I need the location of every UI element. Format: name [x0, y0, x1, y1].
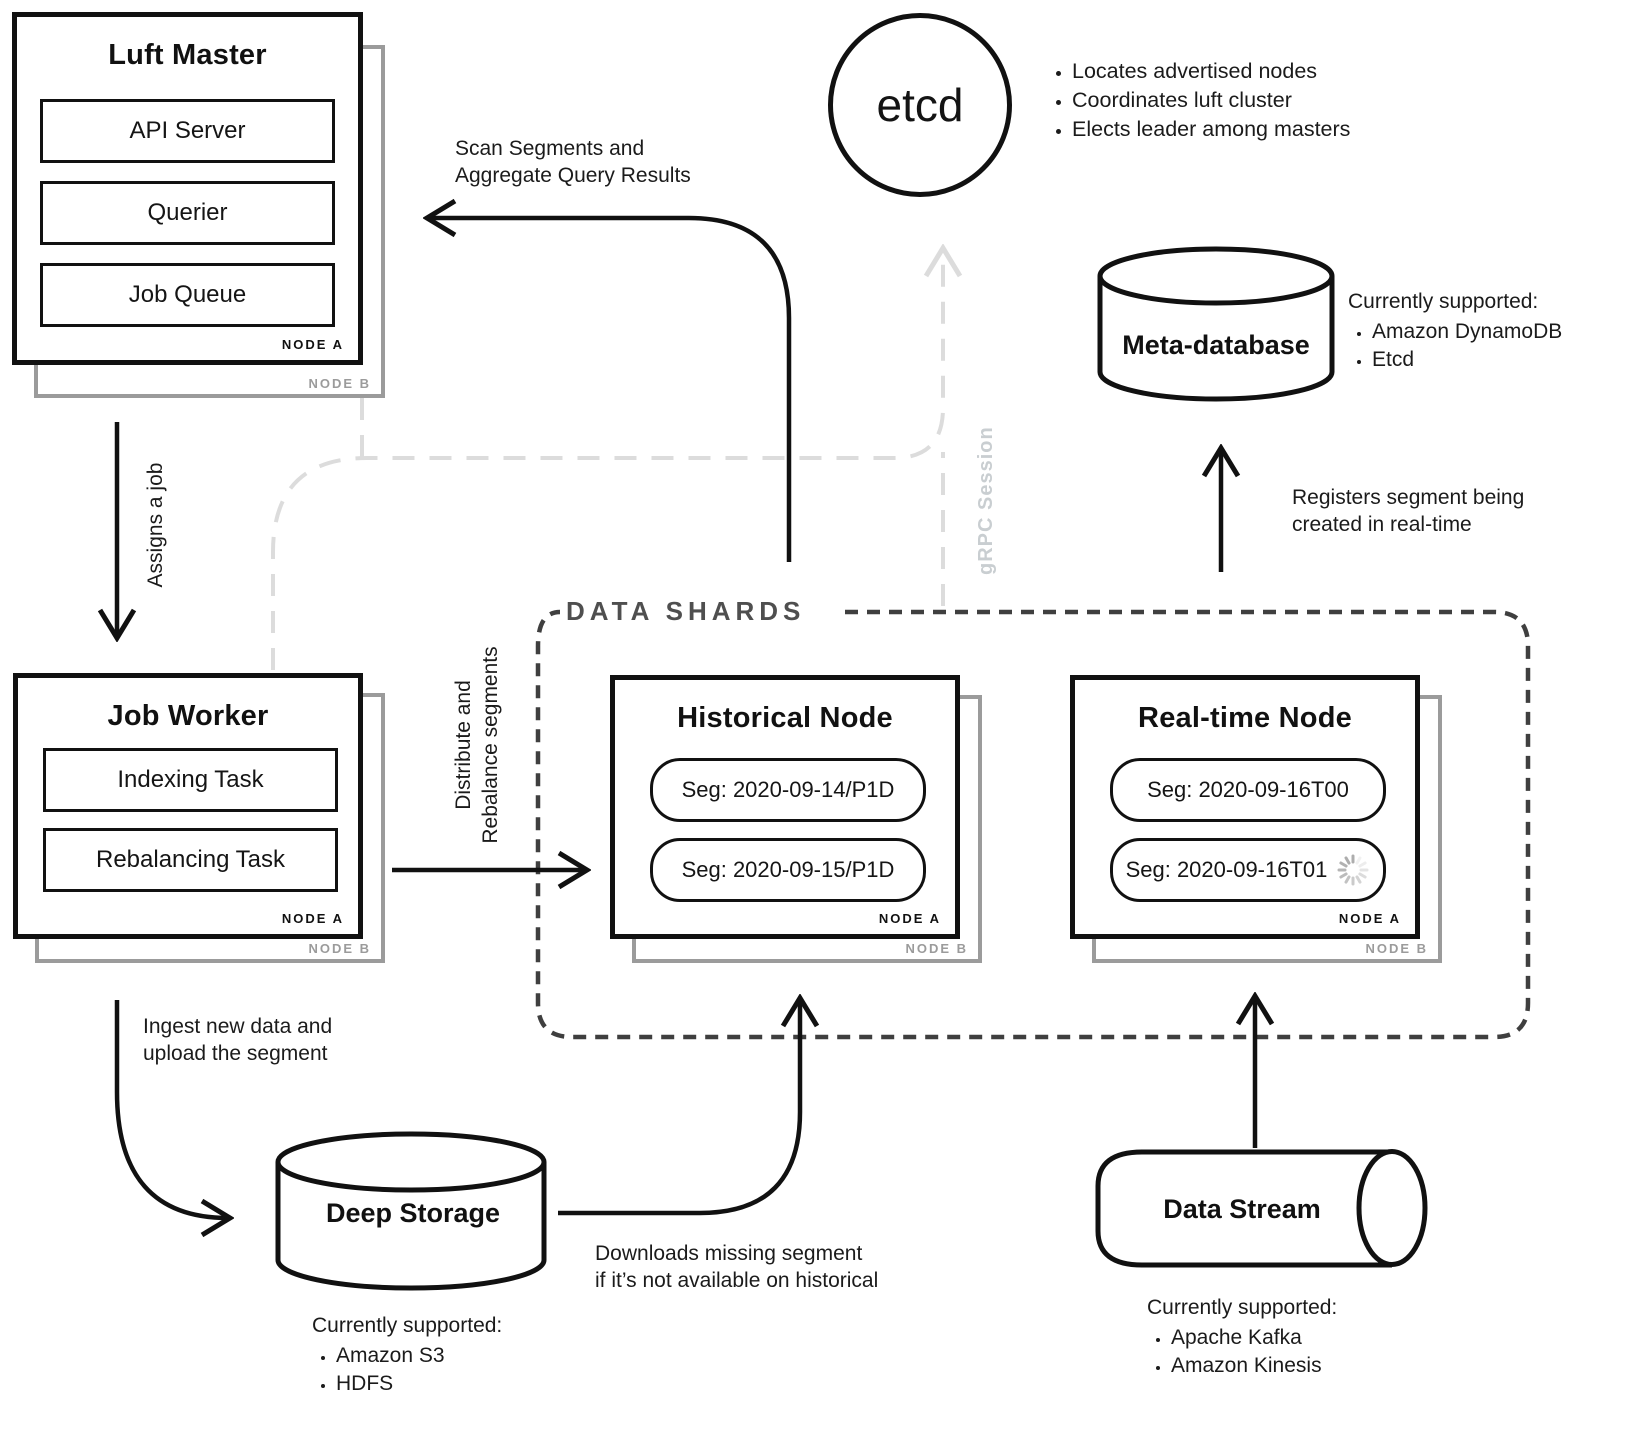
node-b-label: NODE B [905, 941, 968, 956]
deep-storage-cylinder [275, 1131, 547, 1291]
segment-label: Seg: 2020-09-16T01 [1125, 857, 1328, 882]
node-b-label: NODE B [308, 376, 371, 391]
historical-node-box: Historical Node Seg: 2020-09-14/P1D Seg:… [610, 675, 960, 939]
realtime-node-title: Real-time Node [1138, 702, 1352, 734]
node-b-label: NODE B [1365, 941, 1428, 956]
registers-segment-annotation: Registers segment being created in real-… [1292, 486, 1525, 536]
job-worker-title: Job Worker [107, 700, 269, 732]
data-stream-supported: Currently supported: Apache Kafka Amazon… [1147, 1294, 1337, 1380]
supported-heading: Currently supported: [1147, 1296, 1338, 1319]
supported-heading: Currently supported: [1348, 290, 1539, 313]
node-a-label: NODE A [281, 337, 344, 352]
data-stream-pipe [1095, 1149, 1428, 1268]
supported-item: Amazon Kinesis [1171, 1352, 1337, 1380]
etcd-bullet: Locates advertised nodes [1072, 57, 1350, 86]
supported-item: Apache Kafka [1171, 1324, 1337, 1352]
assigns-job-annotation: Assigns a job [144, 462, 167, 588]
segment-pill: Seg: 2020-09-14/P1D [650, 758, 926, 822]
meta-database-cylinder [1097, 246, 1335, 402]
downloads-missing-annotation: Downloads missing segment if it’s not av… [595, 1242, 879, 1292]
etcd-circle: etcd [828, 13, 1012, 197]
deep-storage-title: Deep Storage [325, 1198, 501, 1228]
luft-master-title: Luft Master [108, 39, 267, 71]
indexing-task-box: Indexing Task [43, 748, 338, 812]
job-worker-box: Job Worker Indexing Task Rebalancing Tas… [13, 673, 363, 939]
data-shards-label: DATA SHARDS [560, 596, 812, 627]
node-b-label: NODE B [308, 941, 371, 956]
supported-item: HDFS [336, 1370, 502, 1398]
api-server-box: API Server [40, 99, 335, 163]
supported-item: Amazon DynamoDB [1372, 318, 1562, 346]
deep-storage-supported: Currently supported: Amazon S3 HDFS [312, 1312, 502, 1398]
meta-database-title: Meta-database [1122, 330, 1310, 360]
node-a-label: NODE A [1338, 911, 1401, 926]
grpc-session-path [271, 250, 943, 670]
downloads-missing-segment-arrow [558, 1000, 800, 1216]
etcd-label: etcd [876, 79, 964, 131]
job-queue-box: Job Queue [40, 263, 335, 327]
grpc-session-annotation: gRPC Session [975, 426, 997, 575]
historical-node-title: Historical Node [677, 702, 893, 734]
etcd-bullet: Coordinates luft cluster [1072, 86, 1350, 115]
loading-spinner-icon [1337, 854, 1369, 886]
data-shards-border [535, 609, 1531, 1040]
querier-box: Querier [40, 181, 335, 245]
supported-item: Etcd [1372, 346, 1562, 374]
etcd-bullet-list: Locates advertised nodes Coordinates luf… [1046, 57, 1350, 144]
node-a-label: NODE A [878, 911, 941, 926]
node-a-label: NODE A [281, 911, 344, 926]
etcd-bullet: Elects leader among masters [1072, 115, 1350, 144]
ingest-upload-arrow [114, 1000, 228, 1218]
rebalancing-task-box: Rebalancing Task [43, 828, 338, 892]
meta-database-supported: Currently supported: Amazon DynamoDB Etc… [1348, 288, 1562, 374]
scan-segments-annotation: Scan Segments and Aggregate Query Result… [455, 137, 691, 187]
segment-pill: Seg: 2020-09-16T00 [1110, 758, 1386, 822]
supported-item: Amazon S3 [336, 1342, 502, 1370]
segment-pill: Seg: 2020-09-16T01 [1110, 838, 1386, 902]
scan-segments-arrow [429, 218, 792, 562]
data-stream-title: Data Stream [1163, 1194, 1321, 1224]
segment-pill: Seg: 2020-09-15/P1D [650, 838, 926, 902]
ingest-upload-annotation: Ingest new data and upload the segment [143, 1015, 333, 1065]
realtime-node-box: Real-time Node Seg: 2020-09-16T00 Seg: 2… [1070, 675, 1420, 939]
distribute-rebalance-annotation: Distribute and Rebalance segments [452, 646, 502, 844]
luft-master-box: Luft Master API Server Querier Job Queue… [12, 12, 363, 365]
supported-heading: Currently supported: [312, 1314, 503, 1337]
